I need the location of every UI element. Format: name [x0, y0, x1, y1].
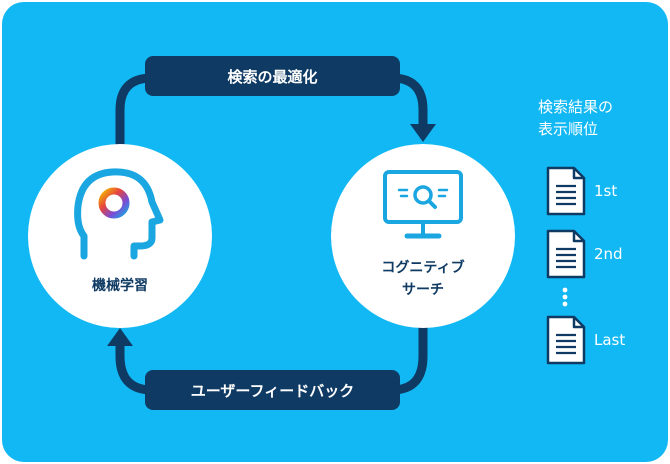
document-icon [546, 229, 586, 279]
user-feedback-label: ユーザーフィードバック [190, 382, 355, 400]
monitor-search-icon [383, 170, 463, 239]
head-with-ai-brain-icon [74, 168, 164, 260]
bottom-label-pill [145, 370, 400, 410]
rank-label-first: 1st [594, 182, 618, 200]
arrowhead-down [410, 124, 436, 142]
top-label-pill [145, 56, 400, 96]
ellipsis-dots [562, 287, 568, 307]
cognitive-search-label-line1: コグニティブ [381, 260, 465, 276]
document-icon [546, 166, 586, 216]
search-optimization-label: 検索の最適化 [227, 68, 318, 86]
document-icon [546, 315, 586, 365]
results-title-line2: 表示順位 [538, 120, 599, 138]
cognitive-search-label-line2: サーチ [402, 282, 444, 298]
rank-label-last: Last [594, 331, 626, 349]
arrowhead-up [107, 328, 133, 346]
machine-learning-circle [28, 144, 212, 328]
results-title-line1: 検索結果の [538, 98, 614, 116]
machine-learning-label: 機械学習 [92, 278, 148, 294]
rank-label-second: 2nd [594, 245, 623, 263]
